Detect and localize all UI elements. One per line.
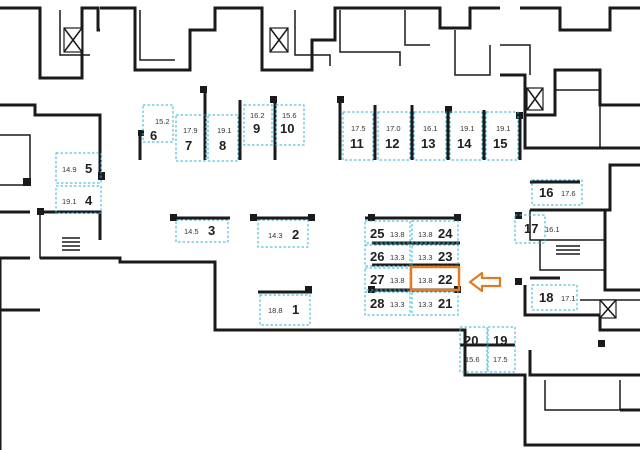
parking-spot-15[interactable]: 19.1 15: [485, 111, 519, 161]
svg-text:17.5: 17.5: [351, 124, 366, 133]
svg-text:15.6: 15.6: [465, 355, 480, 364]
svg-text:16.1: 16.1: [423, 124, 438, 133]
svg-text:20: 20: [464, 333, 478, 348]
svg-text:17.6: 17.6: [561, 189, 576, 198]
parking-spot-23[interactable]: 13.3 23: [411, 244, 459, 267]
svg-text:19: 19: [493, 333, 507, 348]
parking-spot-25[interactable]: 25 13.8: [364, 220, 411, 244]
svg-text:26: 26: [370, 249, 384, 264]
parking-spot-24[interactable]: 13.8 24: [411, 220, 459, 244]
svg-text:12: 12: [385, 136, 399, 151]
svg-text:17.9: 17.9: [183, 126, 198, 135]
parking-spot-4[interactable]: 19.1 4: [55, 185, 102, 214]
svg-text:13.8: 13.8: [390, 230, 405, 239]
svg-text:15.2: 15.2: [155, 117, 170, 126]
svg-text:11: 11: [350, 136, 364, 151]
svg-text:13.8: 13.8: [418, 276, 433, 285]
svg-text:14.3: 14.3: [268, 231, 283, 240]
svg-text:18: 18: [539, 290, 553, 305]
svg-text:10: 10: [280, 121, 294, 136]
parking-spot-5[interactable]: 14.9 5: [55, 152, 102, 184]
parking-spot-28[interactable]: 28 13.3: [364, 291, 411, 316]
svg-text:15: 15: [493, 136, 507, 151]
parking-spot-16[interactable]: 16 17.6: [531, 179, 583, 206]
svg-text:9: 9: [253, 121, 260, 136]
svg-text:14: 14: [457, 136, 472, 151]
parking-spot-17[interactable]: 17 16.1: [514, 214, 560, 244]
svg-text:17.0: 17.0: [386, 124, 401, 133]
svg-text:16.1: 16.1: [545, 225, 560, 234]
svg-text:17.5: 17.5: [493, 355, 508, 364]
svg-text:17.1: 17.1: [561, 294, 576, 303]
svg-text:27: 27: [370, 272, 384, 287]
parking-spot-22[interactable]: 13.8 22: [409, 265, 461, 292]
svg-text:19.1: 19.1: [217, 126, 232, 135]
svg-text:14.9: 14.9: [62, 165, 77, 174]
parking-spot-9[interactable]: 16.2 9: [243, 104, 273, 146]
parking-spot-3[interactable]: 14.5 3: [175, 219, 229, 243]
parking-spot-7[interactable]: 17.9 7: [175, 114, 207, 162]
svg-text:19.1: 19.1: [460, 124, 475, 133]
svg-text:19.1: 19.1: [496, 124, 511, 133]
parking-spot-6[interactable]: 15.2 6: [142, 104, 174, 143]
arrow-left-icon: [468, 271, 502, 293]
parking-spot-27[interactable]: 27 13.8: [364, 267, 411, 291]
svg-text:7: 7: [185, 138, 192, 153]
svg-text:23: 23: [438, 249, 452, 264]
parking-spots: 15.2 6 17.9 7 19.1 8 16.2 9 15.6 10 17.5…: [55, 104, 583, 373]
parking-spot-13[interactable]: 16.1 13: [413, 111, 447, 161]
svg-text:19.1: 19.1: [62, 197, 77, 206]
parking-spot-12[interactable]: 17.0 12: [377, 111, 411, 161]
parking-spot-19[interactable]: 19 17.5: [487, 326, 516, 373]
parking-spot-10[interactable]: 15.6 10: [275, 104, 305, 146]
svg-text:6: 6: [150, 128, 157, 143]
svg-text:13.3: 13.3: [418, 253, 433, 262]
svg-text:13.8: 13.8: [418, 230, 433, 239]
svg-text:8: 8: [219, 138, 226, 153]
svg-text:22: 22: [438, 272, 452, 287]
svg-text:21: 21: [438, 296, 452, 311]
parking-spot-21[interactable]: 13.3 21: [411, 291, 459, 316]
svg-text:16.2: 16.2: [250, 111, 265, 120]
svg-text:18.8: 18.8: [268, 306, 283, 315]
svg-text:1: 1: [292, 302, 299, 317]
parking-spot-2[interactable]: 14.3 2: [257, 219, 309, 248]
svg-text:16: 16: [539, 185, 553, 200]
parking-spot-14[interactable]: 19.1 14: [449, 111, 483, 161]
svg-text:25: 25: [370, 226, 384, 241]
svg-text:28: 28: [370, 296, 384, 311]
parking-spot-20[interactable]: 20 15.6: [459, 326, 488, 373]
parking-spot-1[interactable]: 18.8 1: [259, 294, 311, 326]
svg-text:5: 5: [85, 161, 92, 176]
svg-text:3: 3: [208, 223, 215, 238]
svg-text:15.6: 15.6: [282, 111, 297, 120]
svg-text:17: 17: [524, 221, 538, 236]
svg-text:13.3: 13.3: [390, 300, 405, 309]
svg-text:24: 24: [438, 226, 453, 241]
svg-text:13: 13: [421, 136, 435, 151]
stairs-icon: [62, 237, 80, 251]
svg-text:13.3: 13.3: [390, 253, 405, 262]
parking-spot-11[interactable]: 17.5 11: [342, 111, 374, 161]
highlight-frame: [409, 265, 461, 292]
svg-text:14.5: 14.5: [184, 227, 199, 236]
stairs-icon: [556, 245, 580, 255]
walls: [0, 6, 640, 450]
svg-text:13.3: 13.3: [418, 300, 433, 309]
lifts: [62, 27, 617, 319]
parking-spot-18[interactable]: 18 17.1: [531, 284, 578, 311]
parking-spot-8[interactable]: 19.1 8: [207, 114, 239, 162]
svg-text:4: 4: [85, 193, 93, 208]
parking-spot-26[interactable]: 26 13.3: [364, 244, 411, 267]
svg-text:2: 2: [292, 227, 299, 242]
svg-text:13.8: 13.8: [390, 276, 405, 285]
